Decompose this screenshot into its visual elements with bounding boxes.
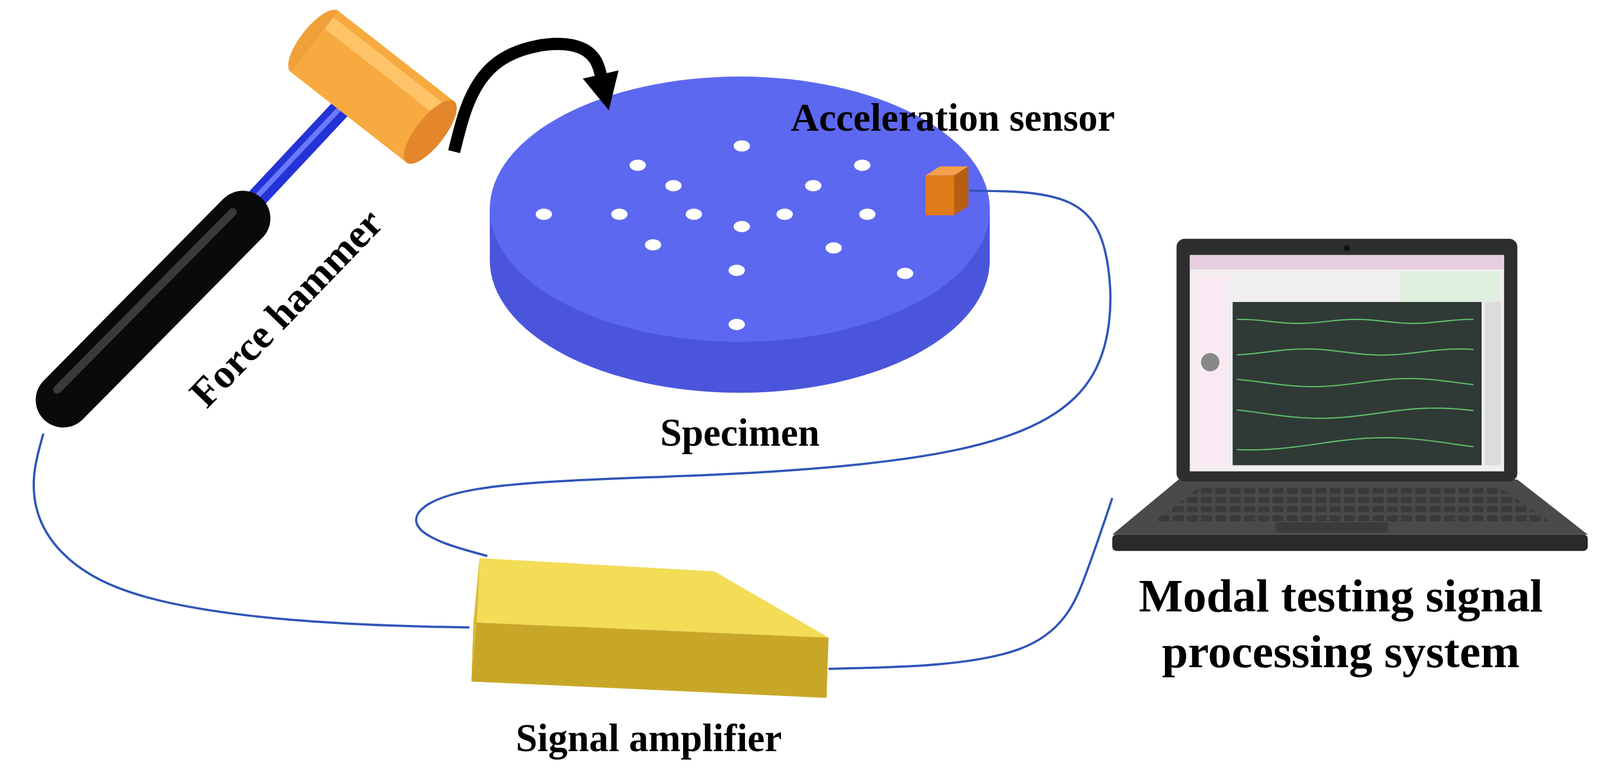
part-node: Modal testing signal processing system <box>1112 238 1589 556</box>
signal-cable <box>828 498 1112 669</box>
measurement-dot <box>644 239 662 251</box>
measurement-dot <box>611 208 628 220</box>
signal-cable <box>33 433 470 628</box>
measurement-points <box>535 140 914 331</box>
measurement-dot <box>733 220 751 233</box>
measurement-dot <box>853 159 871 171</box>
signal-cable <box>415 191 1111 557</box>
sensor-figure-part <box>925 175 955 216</box>
laptop-figure-part <box>1200 352 1220 372</box>
signal-trace <box>1236 378 1474 387</box>
measurement-dot <box>728 264 746 277</box>
measurement-dot <box>629 159 646 171</box>
laptop-figure-part <box>1275 522 1388 533</box>
measurement-dot <box>535 208 553 220</box>
measurement-dot <box>665 180 682 192</box>
signal-trace <box>1236 408 1474 419</box>
laptop-figure-part <box>1112 479 1589 535</box>
part-label: Force hammer <box>179 198 393 418</box>
hammer-head-part <box>324 17 450 119</box>
laptop-figure <box>1112 238 1589 552</box>
laptop-figure-part <box>1153 487 1551 523</box>
part-node: Force hammer <box>30 10 454 434</box>
part-label: Signal amplifier <box>515 715 782 762</box>
laptop-figure-part <box>1189 255 1505 472</box>
measurement-dot <box>685 208 703 220</box>
laptop-figure-part <box>1176 238 1518 482</box>
part-node: Signal amplifier <box>469 556 829 699</box>
laptop-figure-part <box>1399 271 1500 303</box>
measurement-dot <box>776 208 793 220</box>
laptop-figure-part <box>1112 534 1589 552</box>
laptop-figure-part <box>1189 255 1505 270</box>
measurement-dot <box>859 208 876 220</box>
laptop-figure-part <box>1232 302 1482 466</box>
part-node: Acceleration sensor <box>923 166 970 216</box>
measurement-dot <box>825 242 842 254</box>
signal-trace <box>1236 348 1474 356</box>
signal-trace <box>1236 437 1474 451</box>
screen-traces <box>1236 319 1474 451</box>
signal-trace <box>1236 319 1474 324</box>
laptop-figure-part <box>1344 245 1351 252</box>
laptop-figure-part <box>1484 302 1501 466</box>
sensor-figure-part <box>954 166 969 216</box>
measurement-dot <box>728 318 746 331</box>
amplifier-figure-part <box>471 557 480 682</box>
part-label: Modal testing signal processing system <box>1096 567 1586 681</box>
sensor-figure <box>925 166 969 216</box>
laptop-figure-part <box>1193 275 1229 468</box>
part-label: Acceleration sensor <box>790 94 1115 142</box>
strike-arrow <box>454 43 603 152</box>
part-label: Specimen <box>659 410 820 458</box>
hammer-head <box>279 2 466 172</box>
amplifier-figure <box>471 557 829 698</box>
measurement-dot <box>897 267 914 279</box>
measurement-dot <box>805 180 822 192</box>
amplifier-figure-part <box>471 622 829 698</box>
measurement-dot <box>733 140 751 152</box>
